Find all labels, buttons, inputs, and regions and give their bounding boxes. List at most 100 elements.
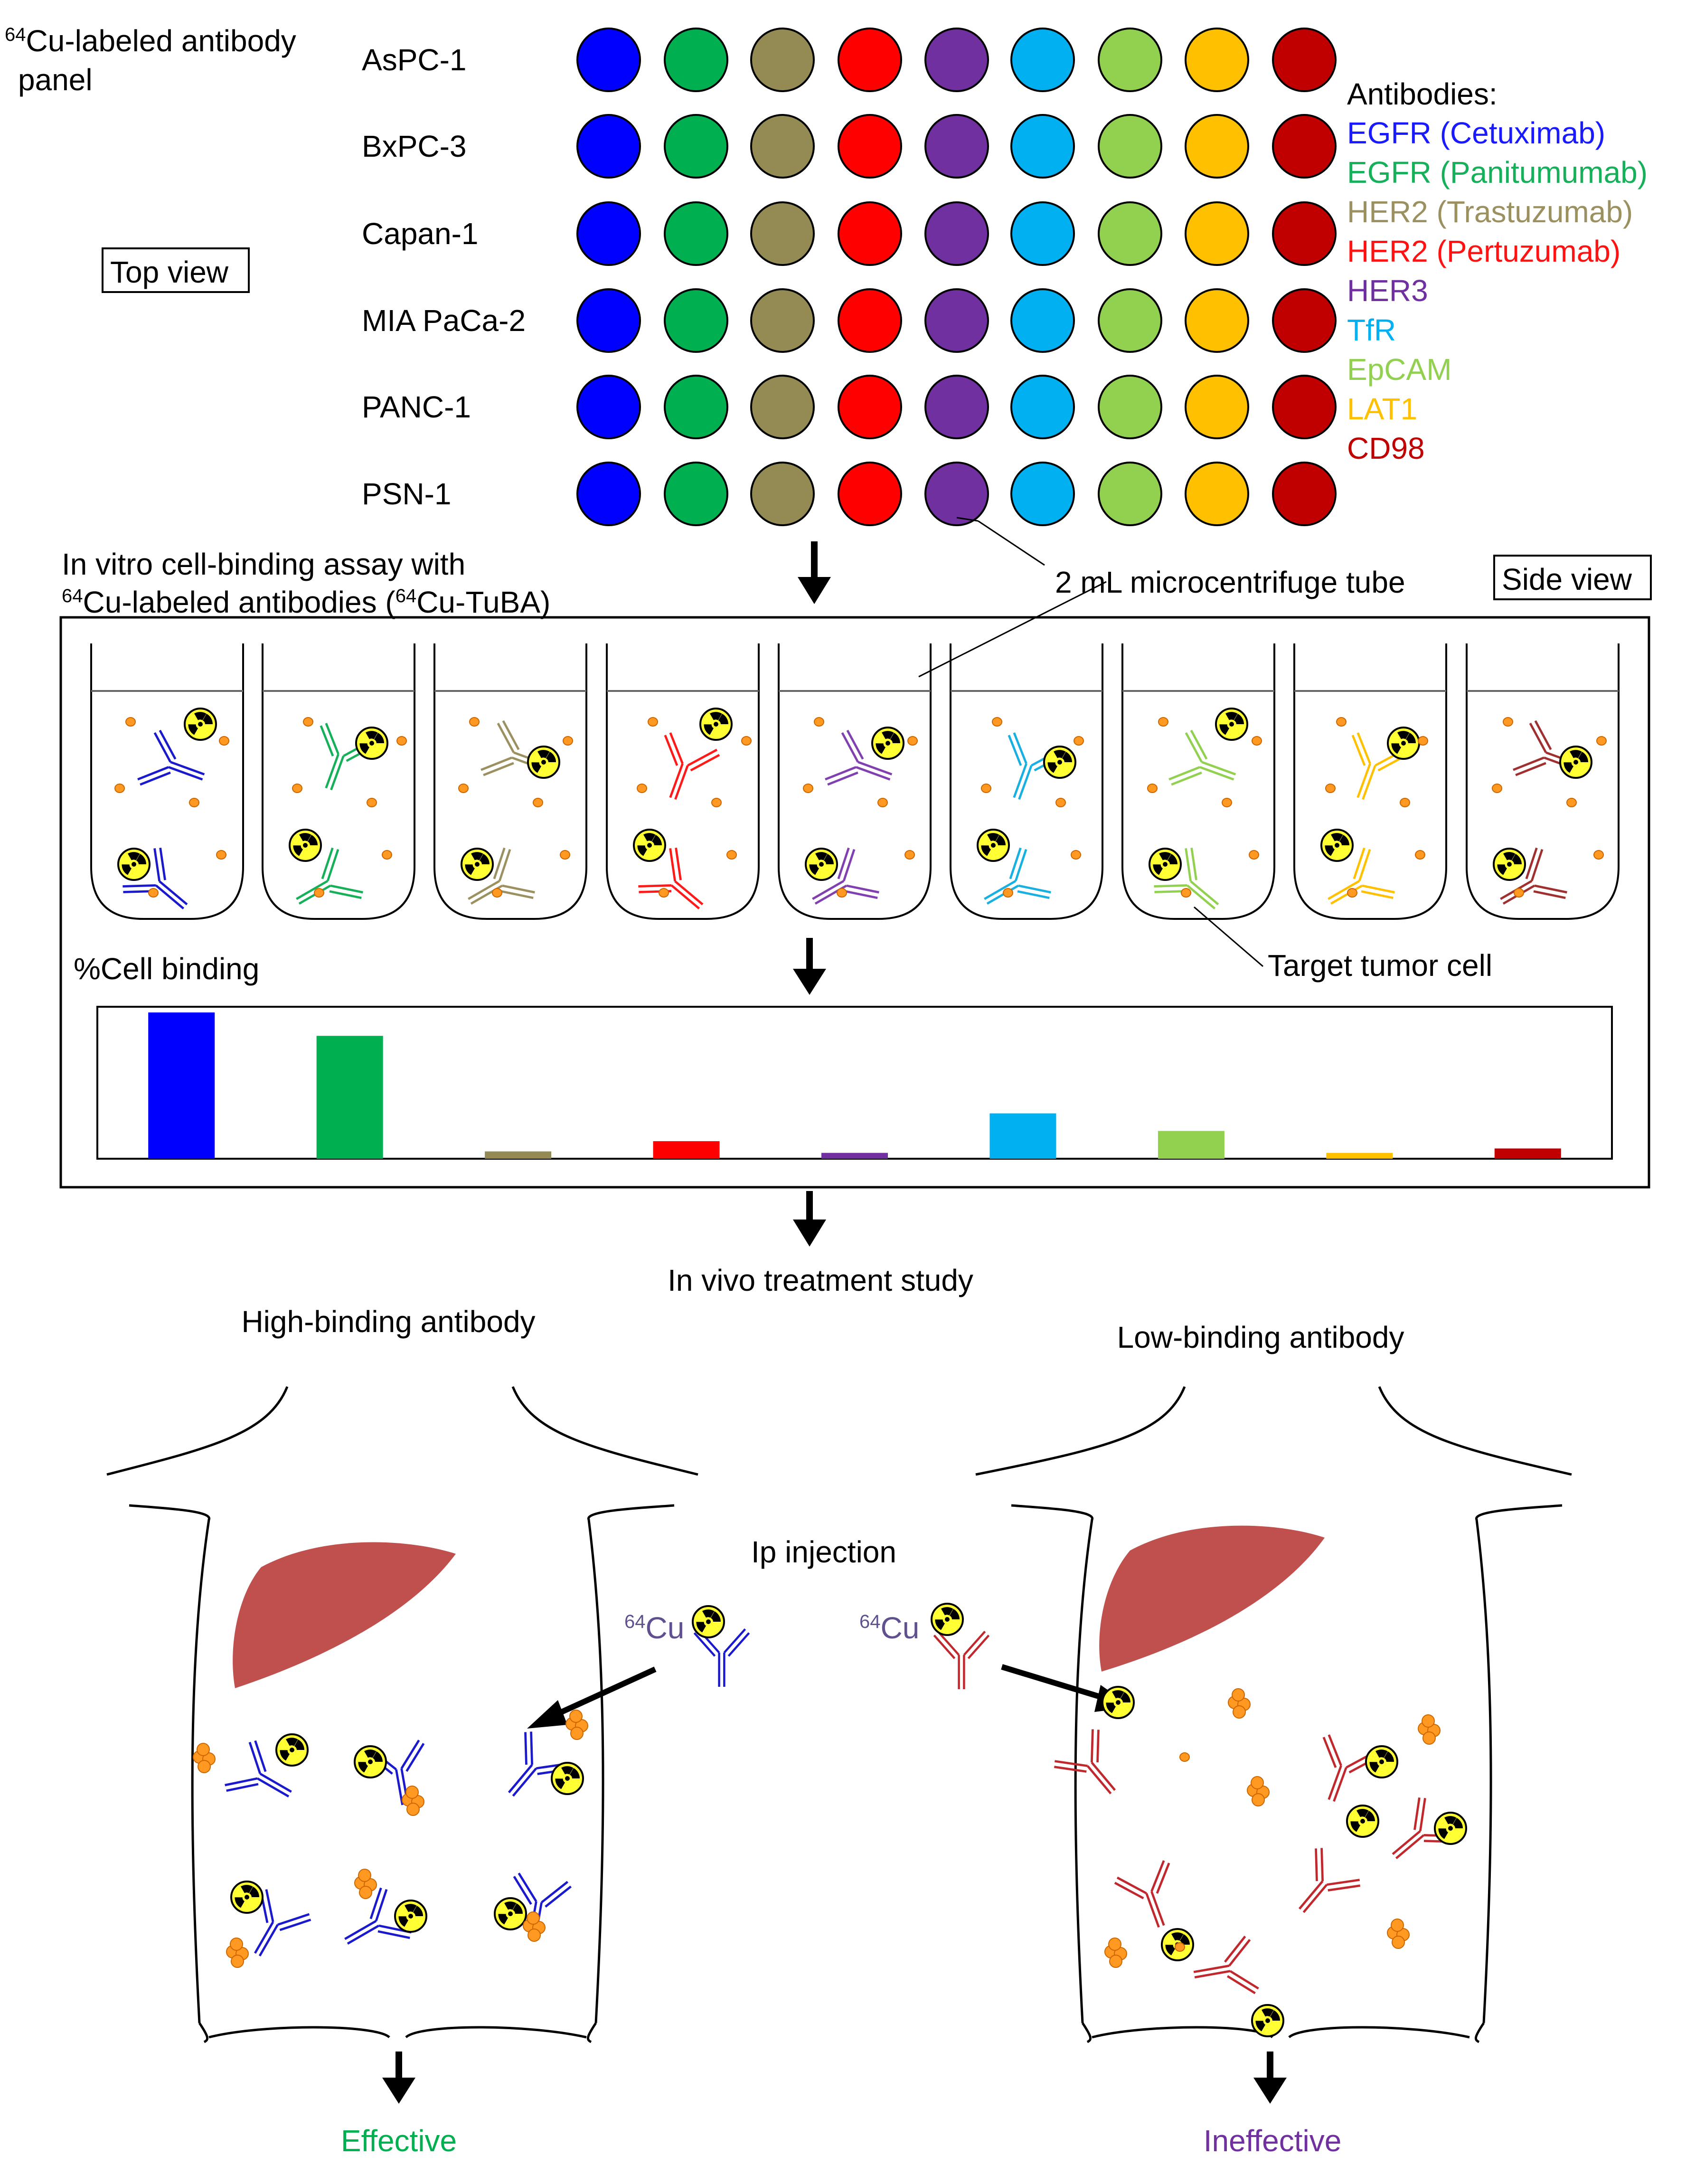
well bbox=[750, 28, 815, 92]
antibody-legend: EGFR (Cetuximab)EGFR (Panitumumab)HER2 (… bbox=[1347, 116, 1648, 465]
tumor-cell bbox=[492, 888, 502, 898]
cell-line-label: PANC-1 bbox=[362, 390, 471, 424]
tube bbox=[1466, 643, 1620, 920]
ip-injection-label: Ip injection bbox=[751, 1535, 896, 1569]
tumor-cell bbox=[382, 850, 392, 860]
well bbox=[1185, 28, 1249, 92]
tumor-cell bbox=[458, 784, 469, 793]
well bbox=[1272, 375, 1337, 439]
legend-item: TfR bbox=[1347, 313, 1396, 347]
plate-title-line2: panel bbox=[18, 63, 93, 97]
radioactive-icon bbox=[394, 1899, 427, 1933]
well bbox=[838, 288, 902, 353]
tumor-cell bbox=[303, 717, 313, 727]
liver-left bbox=[233, 1542, 456, 1688]
well bbox=[664, 28, 728, 92]
well bbox=[1098, 462, 1162, 526]
well bbox=[576, 114, 641, 179]
antibody-icon bbox=[1168, 729, 1236, 786]
tumor-cell bbox=[1158, 717, 1168, 727]
well bbox=[576, 462, 641, 526]
legend-item: HER2 (Pertuzumab) bbox=[1347, 234, 1620, 268]
bar bbox=[148, 1012, 215, 1159]
antibody-icon bbox=[137, 729, 205, 786]
tumor-cell bbox=[814, 717, 824, 727]
bar bbox=[1326, 1153, 1393, 1159]
tumor-cluster bbox=[1247, 1776, 1270, 1806]
legend-item: HER2 (Trastuzumab) bbox=[1347, 195, 1633, 229]
well bbox=[664, 288, 728, 353]
tumor-cell bbox=[1249, 850, 1259, 860]
tumor-cell bbox=[904, 850, 915, 860]
antibody-icon bbox=[122, 847, 188, 910]
radioactive-icon bbox=[805, 847, 838, 881]
radioactive-icon bbox=[494, 1897, 527, 1930]
tumor-cell bbox=[216, 850, 226, 860]
bar bbox=[989, 1113, 1056, 1159]
well bbox=[924, 28, 989, 92]
radioactive-icon bbox=[275, 1733, 309, 1767]
well bbox=[838, 28, 902, 92]
well bbox=[1098, 114, 1162, 179]
down-arrow-1 bbox=[798, 541, 831, 604]
antibody-icon bbox=[1114, 1860, 1170, 1928]
well bbox=[750, 201, 815, 266]
cell-line-label: MIA PaCa-2 bbox=[362, 303, 526, 338]
well bbox=[1185, 462, 1249, 526]
tumor-cell bbox=[1336, 717, 1347, 727]
well bbox=[1010, 114, 1075, 179]
cu-label-left: 64Cu bbox=[624, 1611, 684, 1645]
tumor-cell bbox=[637, 784, 647, 793]
tumor-cell bbox=[533, 798, 543, 807]
well bbox=[576, 375, 641, 439]
tumor-cluster bbox=[1418, 1714, 1441, 1745]
tumor-cell bbox=[1492, 784, 1502, 793]
tumor-cluster bbox=[226, 1938, 249, 1968]
tumor-cell bbox=[1055, 798, 1066, 807]
tumor-cell bbox=[1503, 717, 1513, 727]
tumor-cell bbox=[648, 717, 658, 727]
radioactive-icon bbox=[633, 828, 666, 862]
effective-label: Effective bbox=[341, 2124, 457, 2158]
radioactive-icon bbox=[1043, 745, 1076, 779]
bar bbox=[653, 1141, 720, 1159]
tube bbox=[1293, 643, 1447, 920]
well bbox=[924, 462, 989, 526]
well bbox=[924, 201, 989, 266]
liver-right bbox=[1099, 1525, 1325, 1672]
well bbox=[924, 288, 989, 353]
high-binding-title: High-binding antibody bbox=[241, 1305, 535, 1339]
radioactive-icon bbox=[692, 1605, 725, 1638]
radioactive-icon bbox=[184, 707, 217, 741]
tumor-cluster bbox=[1104, 1938, 1127, 1968]
binding-label: %Cell binding bbox=[74, 952, 259, 986]
target-label: Target tumor cell bbox=[1268, 948, 1492, 983]
bar bbox=[1494, 1148, 1561, 1159]
well bbox=[1185, 114, 1249, 179]
side-view-box bbox=[1493, 555, 1652, 600]
tumor-cell bbox=[1222, 798, 1232, 807]
radioactive-icon bbox=[977, 828, 1010, 862]
antibody-icon bbox=[825, 729, 893, 786]
mouse-body-right bbox=[975, 1386, 1572, 2043]
cu-label-right: 64Cu bbox=[859, 1611, 919, 1645]
cell-line-label: PSN-1 bbox=[362, 477, 452, 511]
bar bbox=[821, 1153, 888, 1159]
tumor-cell bbox=[396, 736, 407, 746]
well bbox=[1185, 375, 1249, 439]
legend-item: LAT1 bbox=[1347, 392, 1417, 426]
ineffective-label: Ineffective bbox=[1204, 2124, 1342, 2158]
antibody-icon bbox=[1193, 1936, 1259, 1995]
well bbox=[1010, 28, 1075, 92]
radioactive-icon bbox=[1365, 1745, 1398, 1778]
target-pointer bbox=[1194, 906, 1263, 967]
cell-line-label: Capan-1 bbox=[362, 217, 479, 251]
tumor-cell bbox=[563, 736, 573, 746]
tumor-cell bbox=[219, 736, 229, 746]
well bbox=[1010, 288, 1075, 353]
tumor-cluster bbox=[565, 1710, 588, 1740]
antibody-icon bbox=[254, 1889, 311, 1957]
well bbox=[664, 114, 728, 179]
antibody-icon bbox=[1154, 847, 1219, 910]
